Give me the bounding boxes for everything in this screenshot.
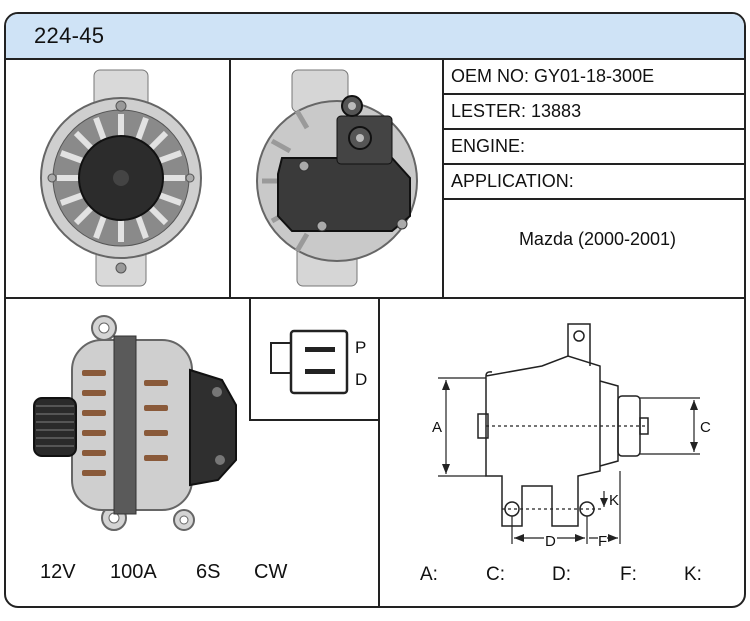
connector-plug-icon xyxy=(270,329,349,395)
application-value: Mazda (2000-2001) xyxy=(518,229,677,249)
grid-line-bottom-vertical xyxy=(378,297,380,606)
application-label: APPLICATION: xyxy=(451,171,574,191)
dimension-label-f: F xyxy=(598,533,608,550)
spec-rotation: CW xyxy=(254,561,288,583)
connector-pin-p-label: P xyxy=(355,338,367,357)
grid-line-middle-horizontal xyxy=(6,297,744,299)
alternator-rear-illustration xyxy=(256,69,418,287)
dimension-drawing: A C D F K xyxy=(382,306,742,551)
dimension-label-d: D xyxy=(544,533,557,550)
dimension-value-c: C: xyxy=(486,564,505,585)
connector-pin-d-label: D xyxy=(355,370,368,389)
product-spec-sheet: 224-45 xyxy=(4,12,746,608)
dimension-value-f: F: xyxy=(620,564,637,585)
dimension-label-a: A xyxy=(432,419,443,436)
alternator-rear-view-image xyxy=(242,66,432,291)
oem-number: OEM NO: GY01-18-300E xyxy=(451,66,655,86)
grid-line-top-row-vertical-2 xyxy=(442,58,444,298)
title-bar: 224-45 xyxy=(6,14,744,60)
dimension-value-d: D: xyxy=(552,564,571,585)
grid-line-top-row-vertical-1 xyxy=(229,58,231,298)
info-row-divider-1 xyxy=(442,93,744,95)
alternator-side-illustration xyxy=(33,315,237,531)
alternator-side-view-image xyxy=(22,310,244,535)
spec-groove: 6S xyxy=(196,561,221,583)
info-row-divider-3 xyxy=(442,163,744,165)
alternator-front-illustration xyxy=(40,69,202,287)
part-number-title: 224-45 xyxy=(34,23,105,48)
spec-amperage: 100A xyxy=(110,561,157,583)
dimension-label-c: C xyxy=(700,419,711,436)
spec-voltage: 12V xyxy=(40,561,76,583)
dimension-label-k: K xyxy=(609,492,620,509)
info-row-divider-4 xyxy=(442,198,744,200)
engine-label: ENGINE: xyxy=(451,136,526,156)
lester-number: LESTER: 13883 xyxy=(451,101,582,121)
alternator-front-view-image xyxy=(26,66,216,291)
dimension-value-a: A: xyxy=(420,564,438,585)
info-row-divider-2 xyxy=(442,128,744,130)
dimension-value-k: K: xyxy=(684,564,702,585)
connector-diagram-box: P D xyxy=(249,297,380,421)
